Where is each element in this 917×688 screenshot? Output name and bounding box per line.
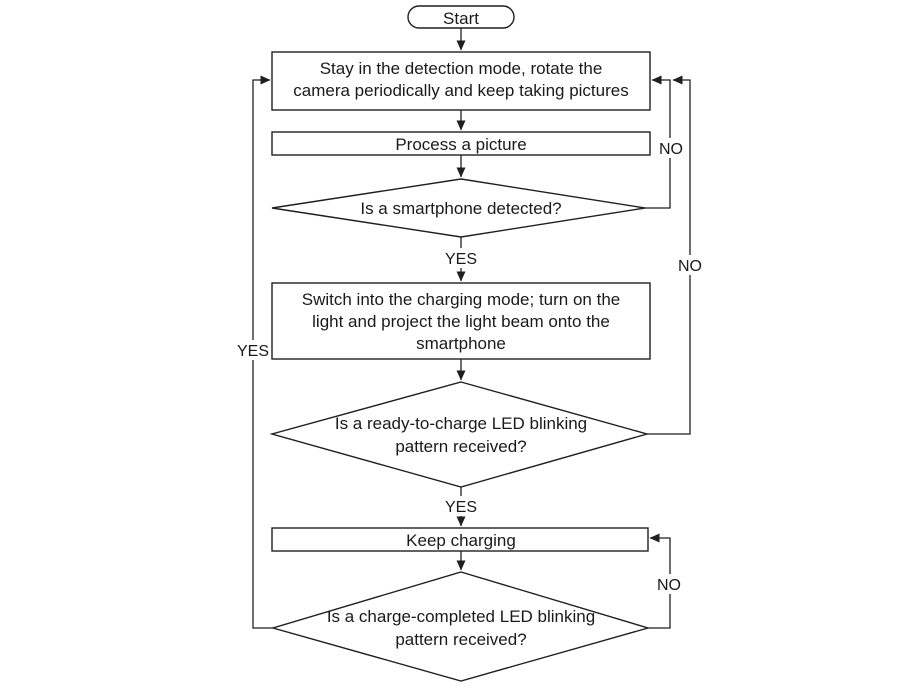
charging-mode-line1: Switch into the charging mode; turn on t…: [302, 290, 620, 309]
smartphone-detected-label: Is a smartphone detected?: [360, 199, 561, 218]
yes-ready-label-bg: [443, 496, 479, 516]
ready-to-charge-line1: Is a ready-to-charge LED blinking: [335, 414, 587, 433]
yes-completed-label: YES: [237, 343, 269, 360]
yes-detected-label-bg: [443, 248, 479, 268]
yes-completed-label-bg: [236, 340, 271, 360]
detection-mode-line1: Stay in the detection mode, rotate the: [320, 59, 603, 78]
start-label: Start: [443, 9, 479, 28]
ready-to-charge-line2: pattern received?: [395, 437, 526, 456]
detection-mode-line2: camera periodically and keep taking pict…: [293, 81, 628, 100]
no-completed-label: NO: [657, 577, 681, 594]
charging-mode-line3: smartphone: [416, 334, 506, 353]
keep-charging-box: [271, 527, 649, 552]
no-ready-label-bg: [676, 255, 705, 275]
charge-completed-diamond: [270, 571, 651, 682]
charge-completed-line2: pattern received?: [395, 630, 526, 649]
charge-completed-line1: Is a charge-completed LED blinking: [327, 607, 595, 626]
process-picture-label: Process a picture: [395, 135, 526, 154]
ready-to-charge-diamond: [269, 381, 650, 488]
charging-mode-line2: light and project the light beam onto th…: [312, 312, 610, 331]
no-ready-label: NO: [678, 258, 702, 275]
no-detected-label: NO: [659, 141, 683, 158]
yes-detected-label: YES: [445, 251, 477, 268]
charging-mode-box: [271, 282, 651, 360]
keep-charging-label: Keep charging: [406, 531, 516, 550]
no-completed-label-bg: [655, 574, 684, 594]
detection-mode-box: [271, 51, 651, 111]
yes-ready-label: YES: [445, 499, 477, 516]
no-detected-label-bg: [656, 138, 685, 158]
